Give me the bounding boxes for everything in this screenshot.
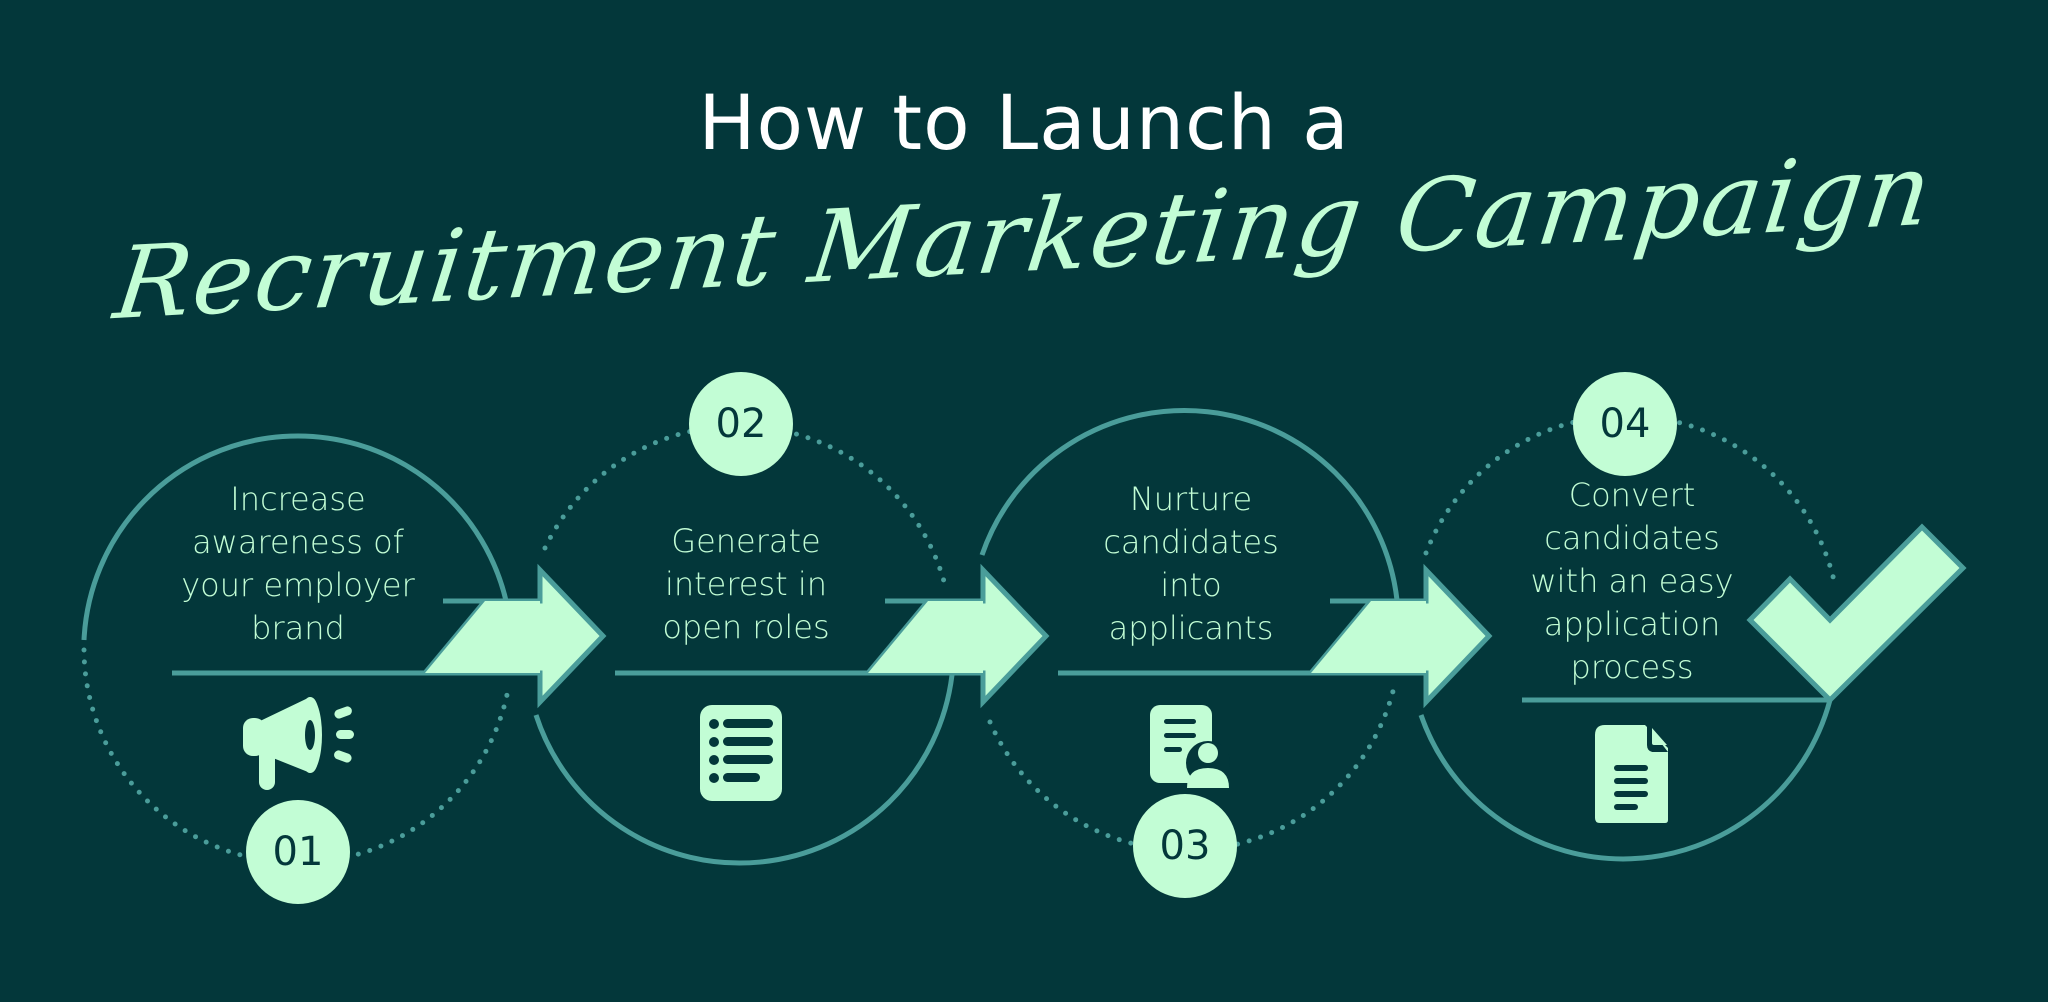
step-2-line: Generate	[671, 522, 821, 560]
step-4-line: process	[1570, 648, 1694, 686]
document-icon	[1595, 725, 1668, 823]
step-3-ring	[979, 407, 1400, 853]
arrow-1-icon	[419, 563, 607, 709]
step-2-ring	[533, 423, 955, 866]
step-2-line: open roles	[662, 608, 830, 646]
step-4-line: candidates	[1544, 519, 1720, 557]
step-3-text: Nurture candidates into applicants	[1061, 478, 1321, 650]
step-2-badge	[689, 372, 793, 476]
step-4-line: with an easy	[1530, 562, 1734, 600]
step-2-line: interest in	[664, 565, 828, 603]
step-2-text: Generate interest in open roles	[616, 520, 876, 649]
step-1-ring	[81, 433, 511, 866]
step-4-number: 04	[1599, 401, 1651, 447]
step-4-line: application	[1543, 605, 1721, 643]
step-2-number: 02	[715, 401, 767, 447]
step-3-line: into	[1160, 566, 1222, 604]
megaphone-icon	[243, 697, 354, 790]
step-3-line: candidates	[1103, 523, 1279, 561]
step-4-line: Convert	[1568, 476, 1696, 514]
step-1-text: Increase awareness of your employer bran…	[168, 478, 428, 650]
title-line-1: How to Launch a	[698, 78, 1350, 167]
step-3-line: applicants	[1108, 609, 1274, 647]
step-3-line: Nurture	[1129, 480, 1253, 518]
step-1-line: awareness of	[192, 523, 404, 561]
step-1-badge	[246, 800, 350, 904]
step-1-line: Increase	[230, 480, 366, 518]
step-4-text: Convert candidates with an easy applicat…	[1502, 474, 1762, 689]
step-3-badge	[1133, 794, 1237, 898]
arrow-3-icon	[1305, 563, 1493, 709]
arrow-2-icon	[862, 563, 1050, 709]
step-1-number: 01	[272, 829, 324, 875]
step-1-line: brand	[251, 609, 345, 647]
step-3-number: 03	[1159, 823, 1211, 869]
list-document-icon	[700, 705, 782, 801]
step-4-badge	[1573, 372, 1677, 476]
checkmark-icon	[1746, 523, 1967, 704]
step-1-line: your employer	[181, 566, 415, 604]
candidate-profile-icon	[1150, 705, 1230, 788]
